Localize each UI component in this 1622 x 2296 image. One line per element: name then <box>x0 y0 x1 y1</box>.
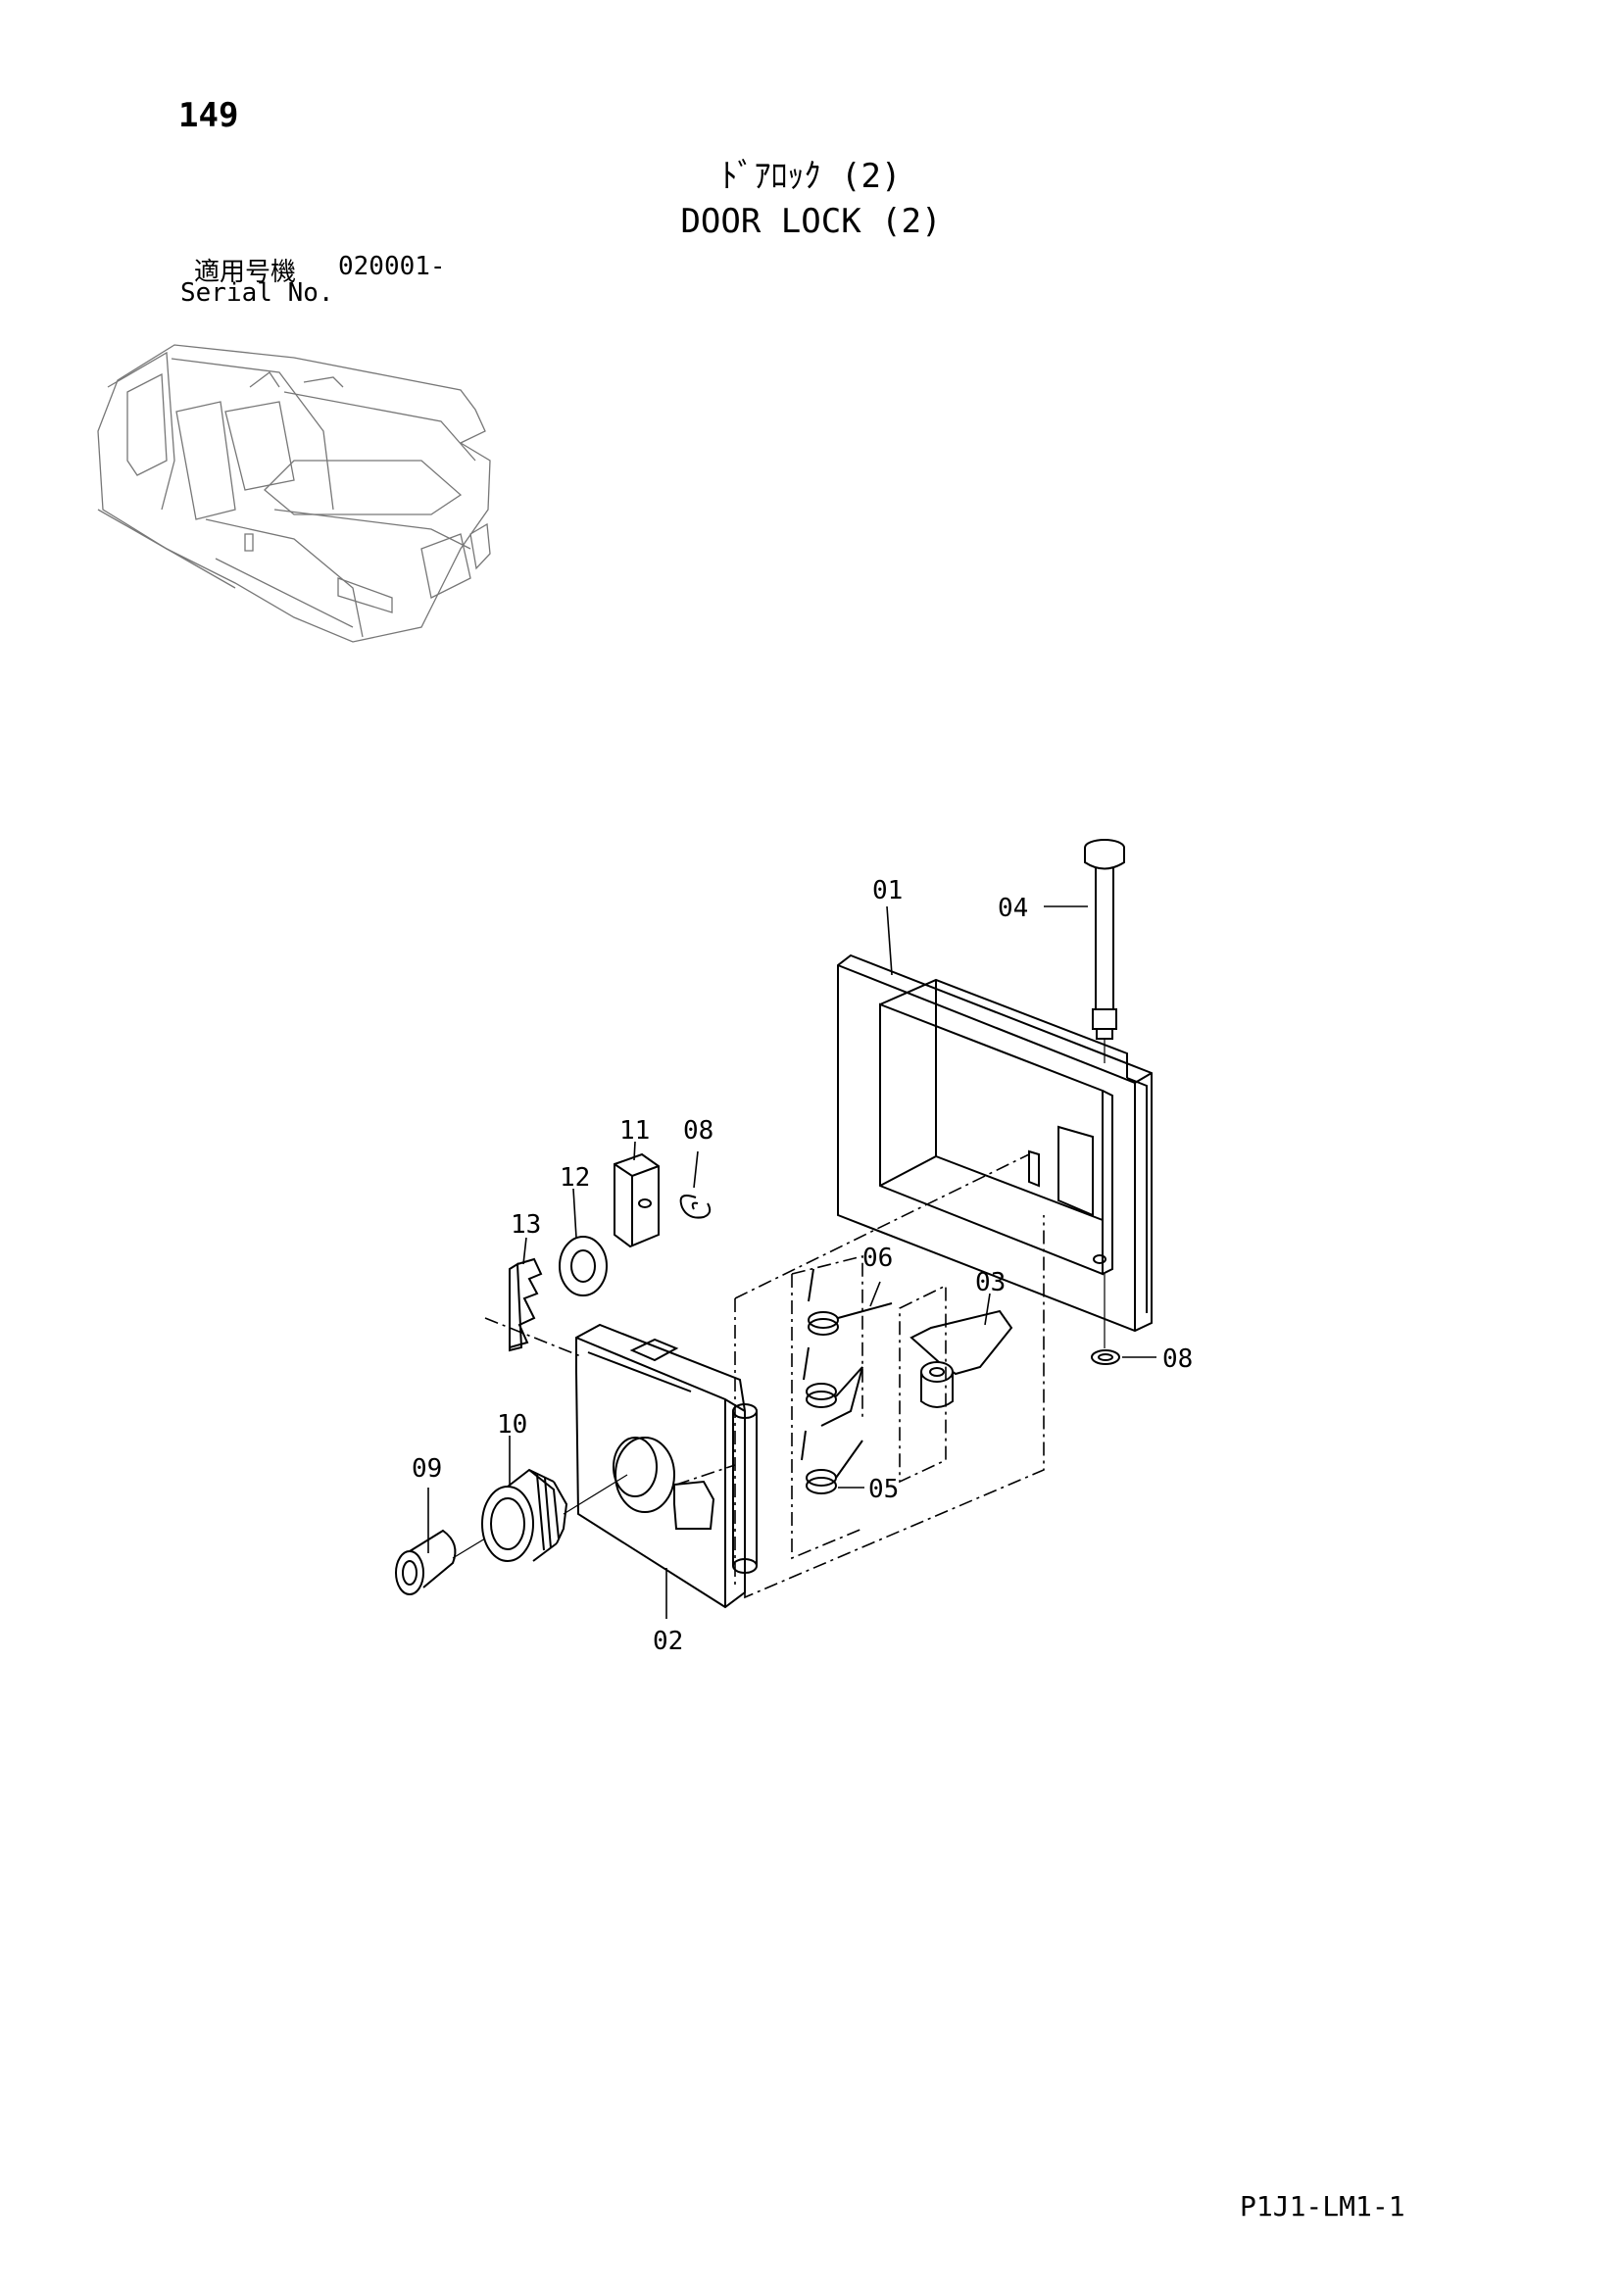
page-title-japanese: ﾄﾞｱﾛｯｸ (2) <box>720 157 902 196</box>
callout-06: 06 <box>862 1244 893 1273</box>
callout-08-right: 08 <box>1162 1344 1193 1374</box>
part-10-lock-cylinder <box>452 1468 628 1562</box>
page-number: 149 <box>178 96 239 135</box>
callout-01: 01 <box>872 876 903 905</box>
callout-12: 12 <box>560 1163 590 1193</box>
page-title: DOOR LOCK (2) <box>680 202 942 241</box>
callout-04: 04 <box>998 894 1028 923</box>
callout-10: 10 <box>497 1410 527 1440</box>
part-08-snap-ring-right <box>1091 1274 1120 1365</box>
callout-13: 13 <box>511 1210 541 1240</box>
serial-number-range: 020001- <box>338 252 446 281</box>
part-08-snap-ring-left <box>679 1195 712 1219</box>
callout-02: 02 <box>653 1627 683 1656</box>
assembly-lines <box>675 1153 1045 1599</box>
part-04-pin <box>1084 839 1125 1063</box>
part-06-torsion-spring <box>808 1268 893 1336</box>
callout-09: 09 <box>412 1454 442 1484</box>
part-01-lock-housing <box>837 953 1153 1333</box>
callout-08-top: 08 <box>683 1116 713 1146</box>
callout-05: 05 <box>868 1475 899 1504</box>
document-code: P1J1-LM1-1 <box>1240 2190 1405 2223</box>
callout-11: 11 <box>619 1116 650 1146</box>
part-09-key-cap <box>395 1529 457 1595</box>
excavator-location-sketch <box>97 344 491 643</box>
part-03-latch-lever <box>909 1309 1013 1408</box>
leader-lines <box>427 905 1156 1619</box>
part-13-spring-clip <box>484 1257 584 1358</box>
part-11-plate <box>614 1152 660 1248</box>
serial-label: Serial No. <box>180 278 334 308</box>
part-05-spring-link <box>801 1346 863 1494</box>
part-12-washer <box>559 1236 608 1296</box>
serial-label-japanese: 適用号機 <box>194 258 297 287</box>
callout-03: 03 <box>975 1268 1006 1297</box>
callout-labels: 01 02 03 04 05 06 08 08 09 10 11 12 13 <box>412 876 1193 1656</box>
part-02-latch-bracket <box>575 1323 758 1609</box>
